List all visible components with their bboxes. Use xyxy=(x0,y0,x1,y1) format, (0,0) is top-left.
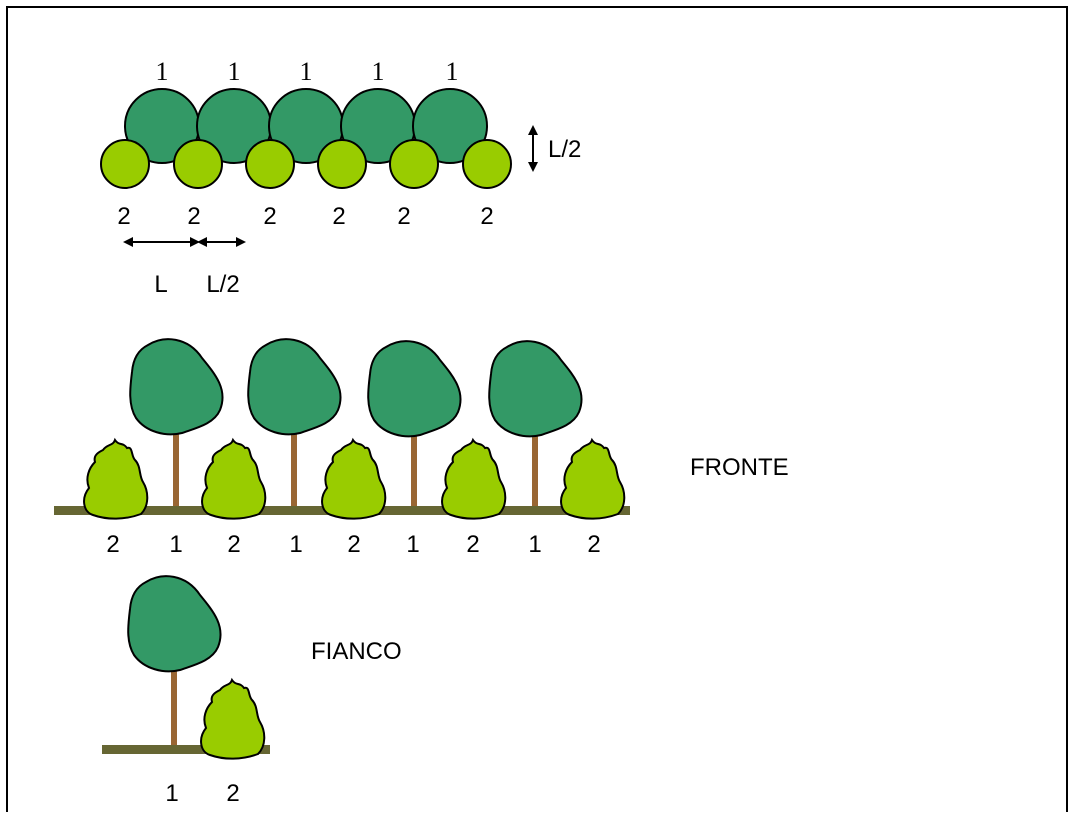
dimension-label-L: L xyxy=(154,271,167,298)
side-ground-line xyxy=(102,745,270,754)
plan-view: 1 1 1 1 1 2 2 2 2 2 2 L/2 L L/2 xyxy=(100,57,581,298)
side-label: 1 xyxy=(165,780,178,807)
tree-trunk xyxy=(171,662,177,748)
shrub-body xyxy=(201,437,267,520)
plan-tree-label: 1 xyxy=(228,57,241,86)
plan-shrub-label: 2 xyxy=(263,203,276,230)
shrub-body xyxy=(321,437,387,520)
tree-trunk xyxy=(532,427,538,509)
front-label: 1 xyxy=(169,531,182,558)
front-tree xyxy=(247,338,342,509)
plan-tree-label: 1 xyxy=(156,57,169,86)
side-view: 1 2 FIANCO xyxy=(102,575,402,807)
front-label: 2 xyxy=(106,531,119,558)
front-shrub xyxy=(560,437,626,520)
plan-shrub-label: 2 xyxy=(332,203,345,230)
front-label: 2 xyxy=(347,531,360,558)
tree-trunk xyxy=(291,425,297,509)
plan-tree-canopies xyxy=(124,88,488,164)
plan-tree-label: 1 xyxy=(446,57,459,86)
plan-shrubs xyxy=(100,139,512,189)
tree-trunk xyxy=(411,427,417,509)
plan-tree-canopy xyxy=(412,88,488,164)
tree-canopy xyxy=(247,338,342,436)
tree-trunk xyxy=(173,425,179,509)
side-label: 2 xyxy=(226,780,239,807)
front-label: 1 xyxy=(406,531,419,558)
plan-shrub xyxy=(100,139,150,189)
plan-shrub-label: 2 xyxy=(480,203,493,230)
plan-shrub-label: 2 xyxy=(187,203,200,230)
tree-canopy xyxy=(129,338,224,436)
side-shrub xyxy=(200,677,266,760)
front-label: 2 xyxy=(587,531,600,558)
front-shrub xyxy=(321,437,387,520)
tree-canopy xyxy=(127,575,222,673)
plan-shrub xyxy=(245,139,295,189)
front-view: 2 1 2 1 2 1 2 1 2 FRONTE xyxy=(54,338,789,558)
front-shrub xyxy=(83,437,149,520)
shrub-body xyxy=(441,437,507,520)
plan-shrub xyxy=(462,139,512,189)
front-shrub xyxy=(441,437,507,520)
plan-tree-label: 1 xyxy=(372,57,385,86)
dimension-label-half-L: L/2 xyxy=(206,271,239,298)
front-label: 2 xyxy=(227,531,240,558)
front-label: 2 xyxy=(466,531,479,558)
side-view-title: FIANCO xyxy=(311,638,402,665)
front-tree xyxy=(129,338,224,509)
vertical-dimension-label: L/2 xyxy=(548,136,581,163)
tree-canopy xyxy=(367,340,462,438)
front-view-title: FRONTE xyxy=(690,454,789,481)
front-tree xyxy=(367,340,462,509)
shrub-body xyxy=(200,677,266,760)
tree-canopy xyxy=(488,340,583,438)
shrub-body xyxy=(560,437,626,520)
plan-shrub xyxy=(317,139,367,189)
front-label: 1 xyxy=(289,531,302,558)
side-tree xyxy=(127,575,222,748)
front-label: 1 xyxy=(528,531,541,558)
diagram-frame xyxy=(6,6,1068,812)
front-shrub xyxy=(201,437,267,520)
plan-shrub xyxy=(173,139,223,189)
shrub-body xyxy=(83,437,149,520)
plan-tree-label: 1 xyxy=(300,57,313,86)
plan-shrub-label: 2 xyxy=(117,203,130,230)
plan-shrub xyxy=(389,139,439,189)
front-tree xyxy=(488,340,583,509)
plan-shrub-label: 2 xyxy=(397,203,410,230)
